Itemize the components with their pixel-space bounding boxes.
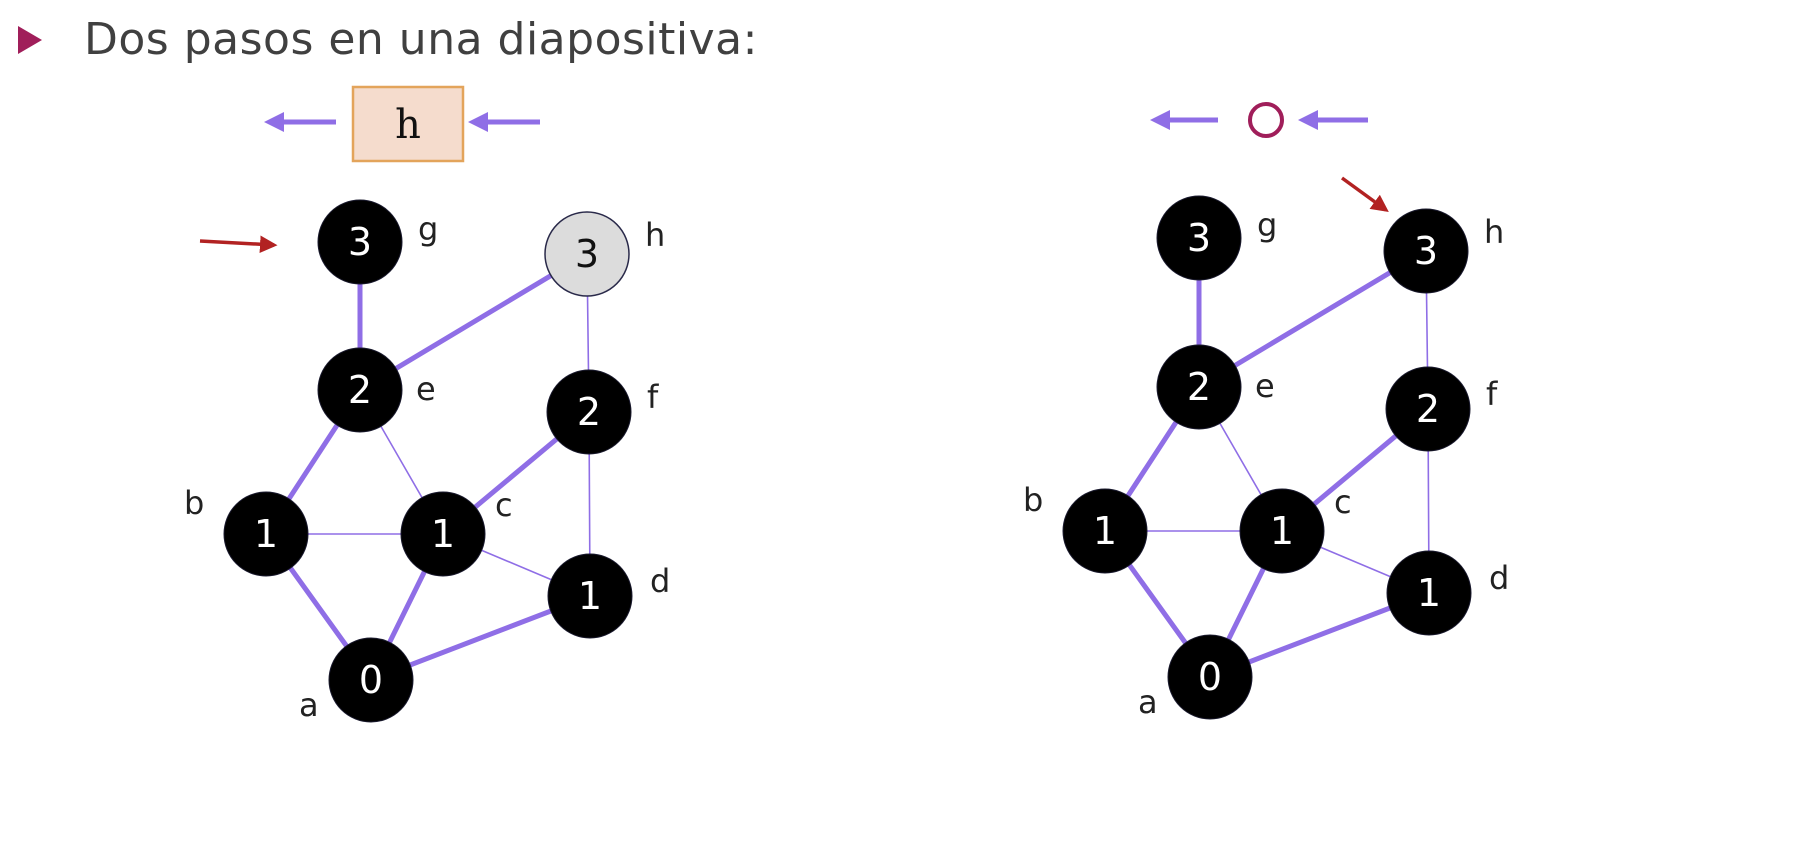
node-distance-h: 3 [1414,229,1438,273]
node-g [1156,195,1242,281]
slide-header: Dos pasos en una diapositiva: [18,14,758,65]
vertex-name-g: g [1257,206,1277,244]
node-distance-f: 2 [1416,387,1440,431]
vertex-name-c: c [1334,483,1352,521]
node-distance-b: 1 [254,512,278,556]
node-b [1062,488,1148,574]
node-d [1386,550,1472,636]
node-h [544,211,630,297]
node-a [328,637,414,723]
vertex-name-a: a [1138,683,1158,721]
vertex-name-e: e [416,370,436,408]
node-d [547,553,633,639]
empty-queue-icon [1248,102,1284,138]
node-e [317,347,403,433]
node-distance-a: 0 [1198,655,1222,699]
vertex-name-f: f [1486,375,1498,413]
vertex-name-a: a [299,686,319,724]
node-distance-g: 3 [1187,216,1211,260]
node-distance-e: 2 [348,368,372,412]
node-distance-a: 0 [359,658,383,702]
vertex-name-b: b [184,484,204,522]
node-c [1239,488,1325,574]
vertex-name-c: c [495,486,513,524]
node-distance-c: 1 [431,512,455,556]
node-distance-d: 1 [1417,571,1441,615]
node-g [317,199,403,285]
node-distance-g: 3 [348,220,372,264]
tree-edge-e-h [357,251,590,393]
vertex-name-b: b [1023,481,1043,519]
node-c [400,491,486,577]
triangle-bullet-icon [18,25,42,54]
node-f [546,369,632,455]
current-node-pointer-icon [199,235,278,253]
node-b [223,491,309,577]
vertex-name-g: g [418,210,438,248]
vertex-name-h: h [645,216,665,254]
current-node-pointer-icon [1340,176,1389,213]
node-h [1383,208,1469,294]
slide-title: Dos pasos en una diapositiva: [84,14,758,65]
queue-item: h [395,102,421,148]
tree-edge-e-h [1196,248,1429,390]
vertex-name-f: f [647,378,659,416]
right-graph: 0 a 1 b 1 c 1 d 2 e 2 f 3 g 3 h [1023,102,1509,721]
vertex-name-d: d [650,562,670,600]
node-distance-d: 1 [578,574,602,618]
left-graph: h 0 a 1 b 1 c 1 d 2 e 2 f 3 g 3 h [184,85,670,724]
node-distance-c: 1 [1270,509,1294,553]
vertex-name-d: d [1489,559,1509,597]
node-e [1156,344,1242,430]
node-distance-h: 3 [575,232,599,276]
queue-box [351,85,465,163]
vertex-name-h: h [1484,213,1504,251]
node-a [1167,634,1253,720]
node-distance-f: 2 [577,390,601,434]
vertex-name-e: e [1255,367,1275,405]
node-distance-b: 1 [1093,509,1117,553]
node-distance-e: 2 [1187,365,1211,409]
node-f [1385,366,1471,452]
